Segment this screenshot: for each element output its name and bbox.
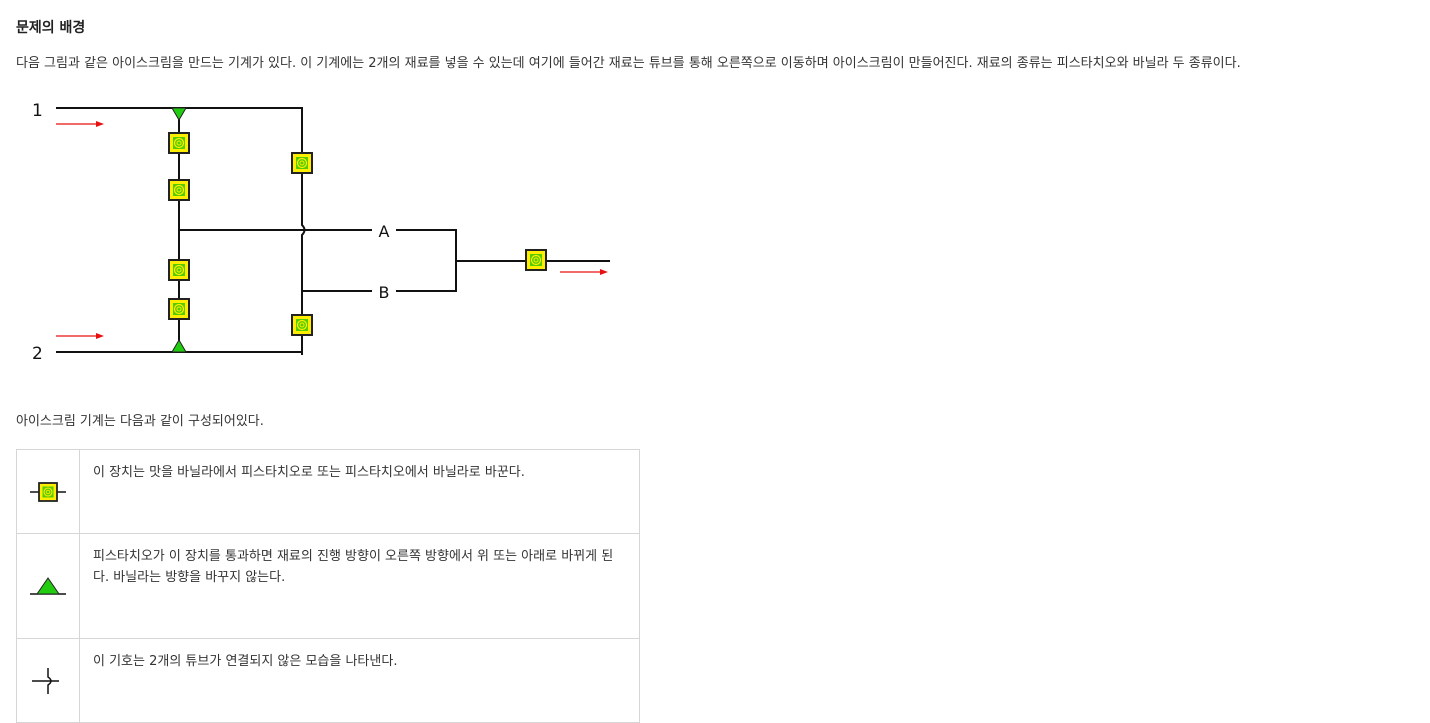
- redirector-triangle-icon: [30, 577, 66, 595]
- ice-cream-machine-diagram: 1 2 A B: [32, 101, 610, 364]
- flavor-switcher-icon: [30, 481, 66, 502]
- legend-description: 피스타치오가 이 장치를 통과하면 재료의 진행 방향이 오른쪽 방향에서 위 …: [79, 533, 640, 639]
- composition-paragraph: 아이스크림 기계는 다음과 같이 구성되어있다.: [16, 414, 264, 429]
- intro-paragraph: 다음 그림과 같은 아이스크림을 만드는 기계가 있다. 이 기계에는 2개의 …: [16, 56, 1241, 71]
- legend-description: 이 장치는 맛을 바닐라에서 피스타치오로 또는 피스타치오에서 바닐라로 바꾼…: [79, 449, 640, 534]
- tube-label-a: A: [379, 222, 390, 241]
- flavor-switcher-icon: [168, 132, 190, 154]
- redirector-triangle-icon: [171, 107, 187, 121]
- flavor-switcher-icon: [291, 152, 313, 174]
- legend-row: 피스타치오가 이 장치를 통과하면 재료의 진행 방향이 오른쪽 방향에서 위 …: [16, 533, 640, 639]
- legend-row: 이 기호는 2개의 튜브가 연결되지 않은 모습을 나타낸다.: [16, 638, 640, 723]
- tube-network: [56, 107, 610, 355]
- flavor-switcher-icon: [168, 259, 190, 281]
- legend-description: 이 기호는 2개의 튜브가 연결되지 않은 모습을 나타낸다.: [79, 638, 640, 723]
- input-label-1: 1: [32, 101, 43, 121]
- flavor-switcher-icon: [168, 179, 190, 201]
- legend-row: 이 장치는 맛을 바닐라에서 피스타치오로 또는 피스타치오에서 바닐라로 바꾼…: [16, 449, 640, 534]
- redirector-triangle-icon: [171, 339, 187, 353]
- tube-label-b: B: [379, 283, 390, 302]
- flavor-switcher-icon: [291, 314, 313, 336]
- flavor-switcher-icon: [168, 298, 190, 320]
- flow-arrows: [56, 121, 608, 339]
- input-label-2: 2: [32, 344, 43, 364]
- flavor-switcher-icon: [525, 249, 547, 271]
- section-title: 문제의 배경: [16, 20, 86, 36]
- tube-crossing-icon: [32, 667, 59, 694]
- legend-table: 이 장치는 맛을 바닐라에서 피스타치오로 또는 피스타치오에서 바닐라로 바꾼…: [16, 449, 640, 723]
